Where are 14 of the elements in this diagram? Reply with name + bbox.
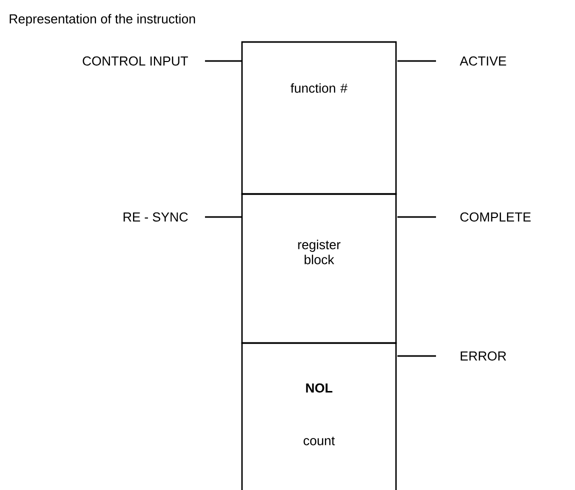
signal-label: COMPLETE [460,212,531,222]
pin-line [205,216,242,218]
title: Representation of the instruction [10,14,195,26]
signal-label: CONTROL INPUT [82,56,188,66]
pin-line [397,60,436,62]
block-box: register block [241,193,397,344]
block-box: NOL count [241,342,397,490]
pin-line [397,355,436,357]
pin-line [205,60,242,62]
signal-label: RE - SYNC [124,212,188,222]
signal-label: ERROR [460,351,506,361]
pin-line [397,216,436,218]
block-box: function # [241,41,397,195]
signal-label: ACTIVE [460,56,506,66]
